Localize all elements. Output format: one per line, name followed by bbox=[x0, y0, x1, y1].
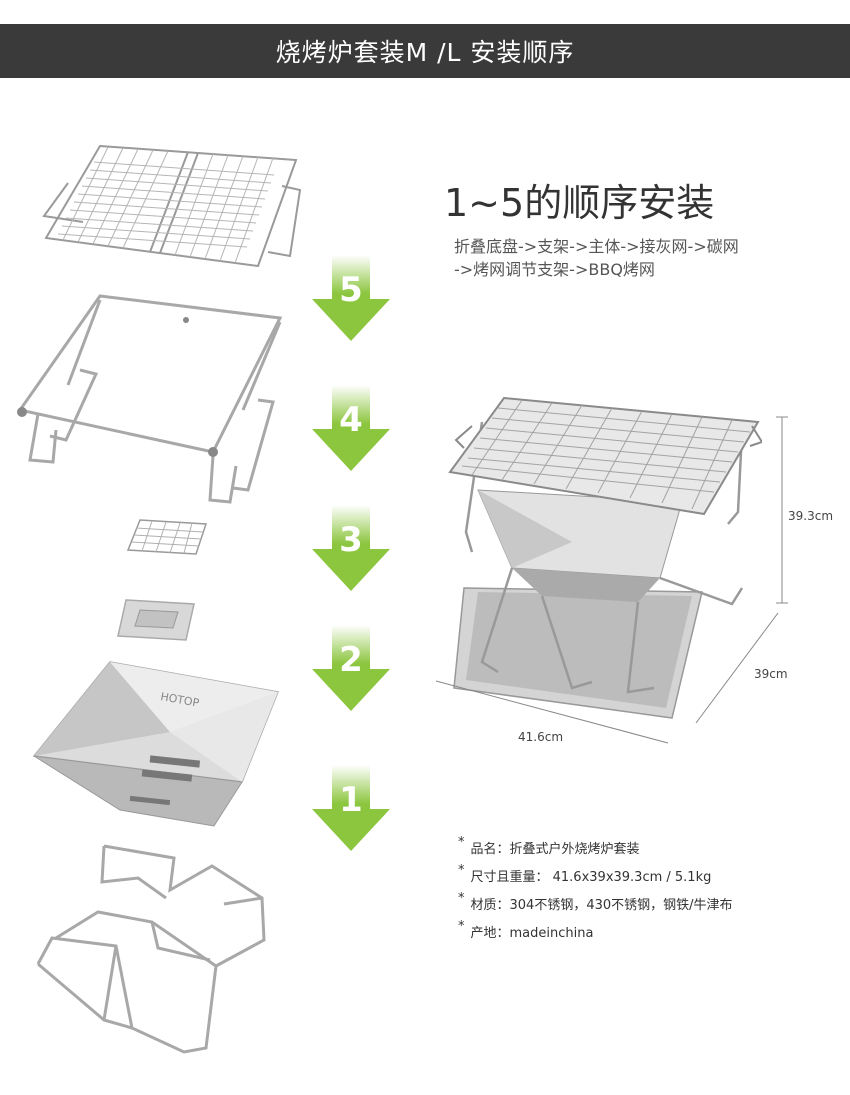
width-dimension: 41.6cm bbox=[518, 730, 564, 744]
step-arrow-3: 3 bbox=[312, 505, 390, 591]
spec-item-origin: * 产地：madeinchina bbox=[458, 919, 733, 950]
spec-text: 材质：304不锈钢，430不锈钢，钢铁/牛津布 bbox=[470, 898, 733, 913]
down-arrow-icon bbox=[312, 385, 390, 471]
height-dimension: 39.3cm bbox=[788, 509, 834, 523]
spec-item-size: * 尺寸且重量： 41.6x39x39.3cm / 5.1kg bbox=[458, 863, 733, 894]
spec-text: 品名：折叠式户外烧烤炉套装 bbox=[470, 842, 640, 857]
spec-item-material: * 材质：304不锈钢，430不锈钢，钢铁/牛津布 bbox=[458, 891, 733, 922]
bullet-star: * bbox=[458, 835, 465, 850]
step-number: 3 bbox=[339, 520, 363, 560]
spec-list: * 品名：折叠式户外烧烤炉套装 * 尺寸且重量： 41.6x39x39.3cm … bbox=[458, 835, 733, 950]
step-number: 4 bbox=[339, 400, 363, 440]
down-arrow-icon bbox=[312, 765, 390, 851]
charcoal-grid-image bbox=[126, 518, 208, 560]
depth-dimension: 39cm bbox=[754, 667, 788, 681]
banner-title: 烧烤炉套装M /L 安装顺序 bbox=[275, 38, 575, 67]
spec-text: 尺寸且重量： 41.6x39x39.3cm / 5.1kg bbox=[470, 870, 712, 885]
install-order-line-1: 折叠底盘->支架->主体->接灰网->碳网 bbox=[454, 237, 739, 256]
step-arrow-1: 1 bbox=[312, 765, 390, 851]
step-number: 1 bbox=[339, 780, 363, 820]
step-number: 5 bbox=[339, 270, 363, 310]
page-banner: 烧烤炉套装M /L 安装顺序 bbox=[0, 24, 850, 78]
install-heading: 1~5的顺序安装 bbox=[444, 181, 715, 225]
ash-plate-image bbox=[116, 596, 196, 646]
folding-base-image bbox=[34, 842, 270, 1058]
down-arrow-icon bbox=[312, 255, 390, 341]
down-arrow-icon bbox=[312, 625, 390, 711]
main-body-image: HOTOP bbox=[30, 660, 282, 834]
assembled-bbq-image bbox=[442, 392, 764, 726]
bullet-star: * bbox=[458, 919, 465, 934]
spec-text: 产地：madeinchina bbox=[470, 926, 594, 941]
down-arrow-icon bbox=[312, 505, 390, 591]
grill-stand-image bbox=[8, 290, 290, 509]
step-number: 2 bbox=[339, 640, 363, 680]
step-arrow-4: 4 bbox=[312, 385, 390, 471]
bullet-star: * bbox=[458, 863, 465, 878]
bullet-star: * bbox=[458, 891, 465, 906]
install-order-line-2: ->烤网调节支架->BBQ烤网 bbox=[454, 260, 655, 279]
dimension-lines bbox=[430, 405, 810, 754]
install-order: 折叠底盘->支架->主体->接灰网->碳网 ->烤网调节支架->BBQ烤网 bbox=[454, 235, 739, 281]
step-arrow-2: 2 bbox=[312, 625, 390, 711]
spec-item-name: * 品名：折叠式户外烧烤炉套装 bbox=[458, 835, 733, 866]
step-arrow-5: 5 bbox=[312, 255, 390, 341]
bbq-grill-image bbox=[38, 138, 308, 277]
